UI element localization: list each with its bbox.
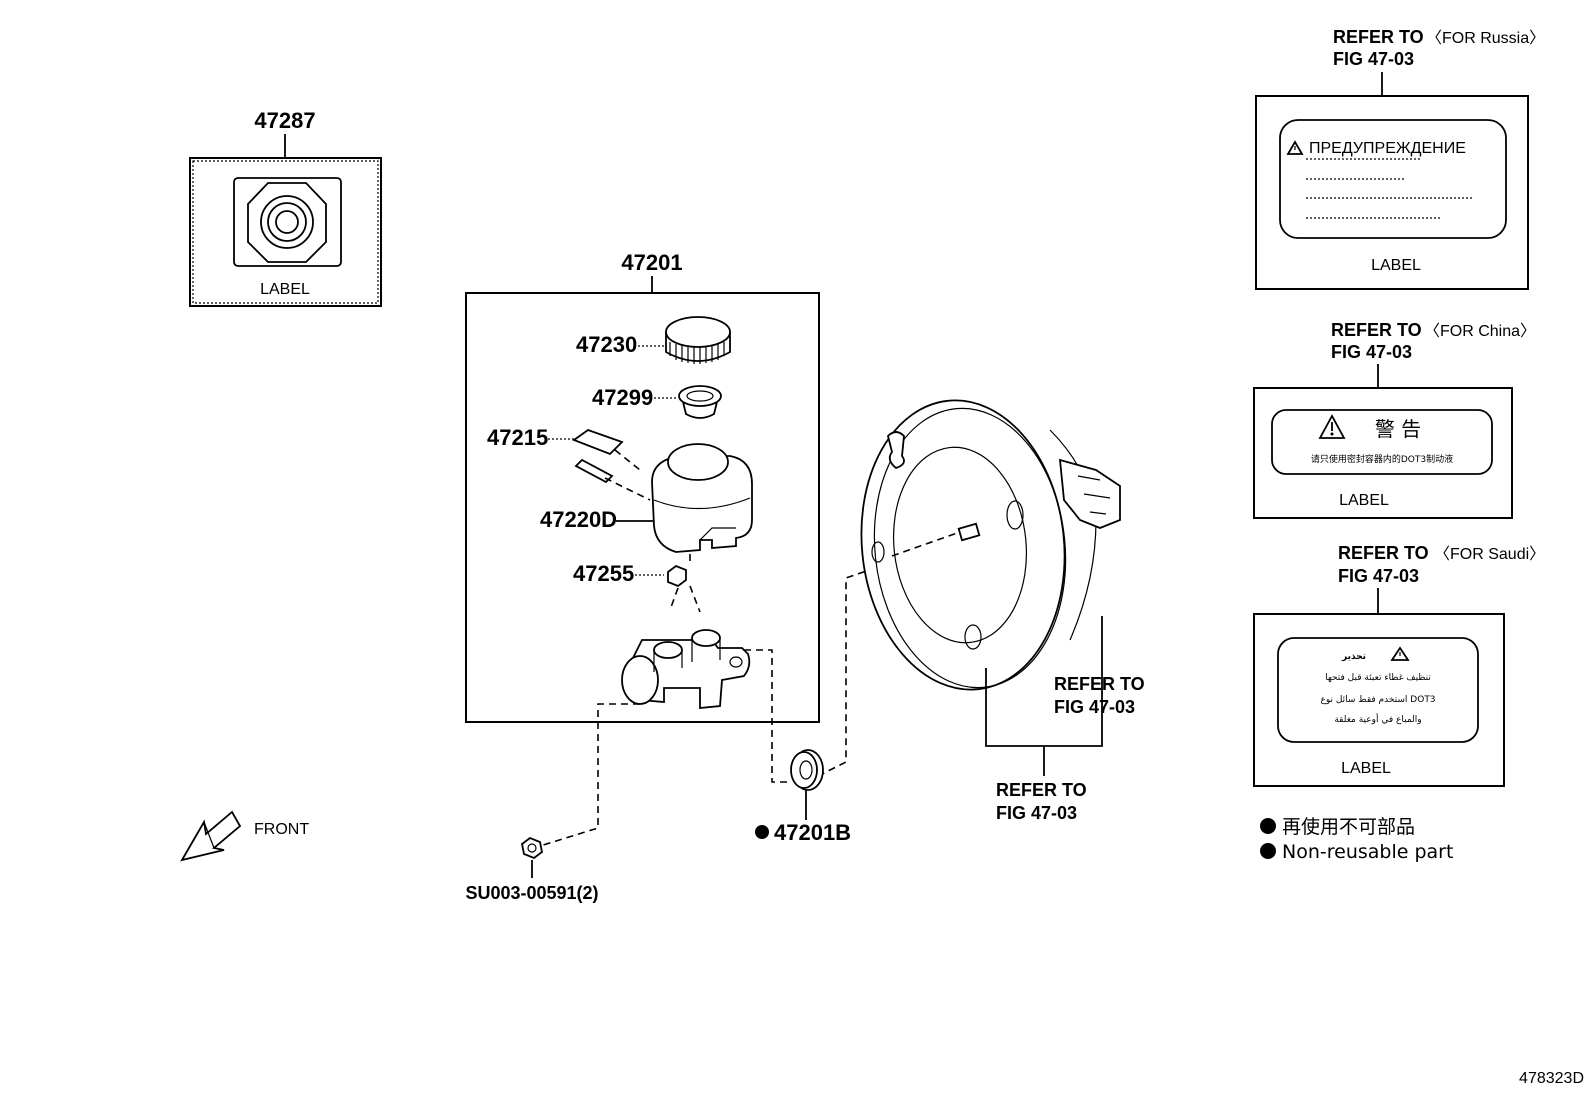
flange-nut (521, 836, 543, 860)
legend-non-reusable-en: Non-reusable part (1282, 841, 1453, 863)
warning-triangle-icon (1318, 414, 1346, 439)
fig-booster-right: FIG 47-03 (1054, 697, 1135, 717)
assembly-dash (604, 449, 651, 501)
russia-warning-title: ПРЕДУПРЕЖДЕНИЕ (1309, 140, 1466, 157)
warning-triangle-icon (1390, 646, 1410, 661)
part-number-47220D: 47220D (540, 507, 617, 532)
reservoir-cap (665, 316, 731, 364)
saudi-warning-line3: والمباع في أوعية مغلقة (1334, 713, 1421, 725)
part-number-47215: 47215 (487, 425, 548, 450)
refer-to-booster-bottom: REFER TO (996, 780, 1087, 800)
refer-to-china: REFER TO (1331, 320, 1422, 340)
china-warning-text: 请只使用密封容器内的DOT3制动液 (1311, 453, 1453, 465)
front-arrow-icon (180, 810, 242, 862)
reservoir-strainer (678, 385, 722, 419)
brake-booster (860, 399, 1121, 691)
cap-ring-outer (260, 195, 314, 249)
saudi-warning-line1: تنظيف غطاء تعبئة قبل فتحها (1325, 673, 1431, 683)
label-box-russia (1255, 95, 1529, 290)
legend-non-reusable-cn: 再使用不可部品 (1282, 816, 1415, 838)
refer-to-booster-right: REFER TO (1054, 674, 1145, 694)
region-russia: 〈FOR Russia〉 (1426, 30, 1545, 47)
octagon-cap-icon (247, 182, 327, 263)
front-label: FRONT (254, 821, 309, 838)
warning-sticker-china (1271, 409, 1493, 475)
figure-code: 478323D (1519, 1070, 1584, 1087)
label-caption: LABEL (260, 281, 310, 298)
part-number-47201: 47201 (621, 250, 682, 275)
warning-sticker-saudi (1277, 637, 1479, 743)
saudi-label-caption: LABEL (1341, 760, 1391, 777)
russia-label-caption: LABEL (1371, 257, 1421, 274)
refer-to-russia: REFER TO (1333, 27, 1424, 47)
label-sticker (233, 177, 342, 267)
legend-bullet-icon (1260, 843, 1276, 859)
part-number-su003: SU003-00591(2) (465, 883, 598, 903)
legend-bullet-icon (1260, 818, 1276, 834)
fig-booster-bottom: FIG 47-03 (996, 803, 1077, 823)
part-number-47255: 47255 (573, 561, 634, 586)
part-number-47287: 47287 (254, 108, 315, 133)
region-china: 〈FOR China〉 (1424, 323, 1536, 340)
non-reusable-bullet-icon (755, 825, 769, 839)
label-box-saudi (1253, 613, 1505, 787)
china-label-caption: LABEL (1339, 492, 1389, 509)
fig-russia: FIG 47-03 (1333, 49, 1414, 69)
warning-triangle-icon (1286, 140, 1304, 155)
part-number-47230: 47230 (576, 332, 637, 357)
assembly-dash (539, 703, 640, 847)
brake-fluid-reservoir (651, 443, 753, 553)
label-box-china (1253, 387, 1513, 519)
part-number-47201B: 47201B (774, 820, 851, 845)
assembly-box-47201 (465, 292, 820, 723)
assembly-dash (744, 649, 790, 783)
cap-ring-inner (275, 210, 299, 234)
label-box-inner (192, 160, 379, 304)
refer-to-saudi: REFER TO (1338, 543, 1429, 563)
saudi-warning-title: تحذير (1341, 652, 1366, 662)
assembly-dash (669, 585, 701, 613)
master-cylinder-body (621, 629, 751, 709)
reservoir-seal (572, 428, 624, 484)
china-warning-title: 警 告 (1375, 417, 1421, 441)
warning-sticker-russia (1279, 119, 1507, 239)
part-number-47299: 47299 (592, 385, 653, 410)
booster-gasket (790, 749, 824, 791)
fig-china: FIG 47-03 (1331, 342, 1412, 362)
region-saudi: 〈FOR Saudi〉 (1434, 546, 1545, 563)
cap-ring-mid (267, 202, 307, 242)
label-box-47287 (189, 157, 382, 307)
fig-saudi: FIG 47-03 (1338, 566, 1419, 586)
saudi-warning-line2: استخدم فقط سائل نوع DOT3 (1320, 695, 1435, 705)
reservoir-grommet (667, 564, 687, 588)
